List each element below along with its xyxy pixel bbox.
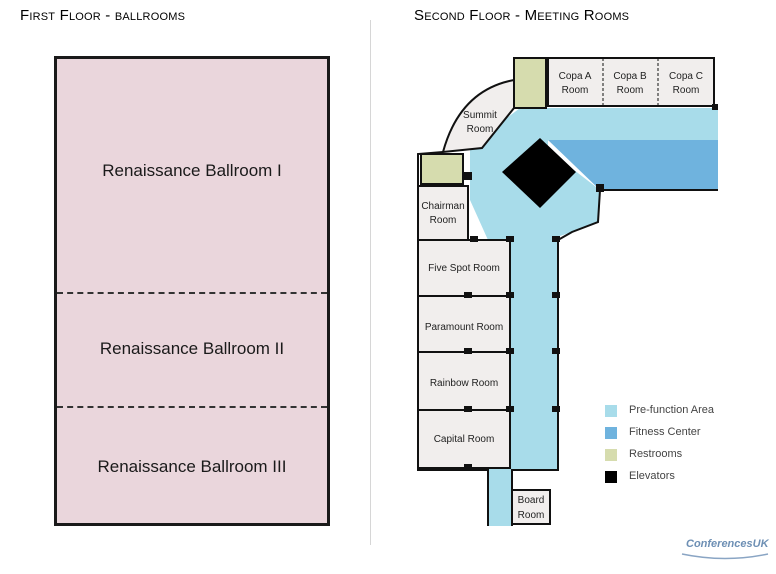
summit-label: Summit bbox=[463, 110, 497, 121]
copa-a-room-word: Room bbox=[562, 85, 589, 96]
ballroom-1-label: Renaissance Ballroom I bbox=[102, 161, 282, 180]
chairman-label: Chairman bbox=[421, 201, 464, 212]
board-label: Board bbox=[518, 495, 545, 506]
paramount-label: Paramount Room bbox=[425, 322, 503, 333]
ballroom-partition-1 bbox=[57, 292, 327, 294]
ballroom-partition-2 bbox=[57, 406, 327, 408]
floor-outline-east bbox=[511, 240, 559, 526]
ballroom-floorplan: Renaissance Ballroom I Renaissance Ballr… bbox=[54, 56, 330, 526]
floor-divider bbox=[370, 20, 371, 545]
copa-c-label: Copa C bbox=[669, 71, 703, 82]
chairman-room-word: Room bbox=[430, 215, 457, 226]
five-spot-label: Five Spot Room bbox=[428, 263, 500, 274]
legend-label: Fitness Center bbox=[629, 426, 701, 438]
capital-room bbox=[417, 409, 511, 469]
copa-c-room-word: Room bbox=[673, 85, 700, 96]
ballroom-2-label: Renaissance Ballroom II bbox=[99, 339, 285, 358]
conferences-uk-logo: ConferencesUK bbox=[686, 538, 769, 550]
restroom-left bbox=[420, 153, 464, 185]
second-floor-title: Second Floor - Meeting Rooms bbox=[414, 7, 630, 24]
legend-label: Elevators bbox=[629, 470, 675, 482]
summit-room bbox=[441, 78, 515, 154]
summit-room-word: Room bbox=[467, 124, 494, 135]
copa-b-room-word: Room bbox=[617, 85, 644, 96]
copa-rooms bbox=[547, 57, 715, 107]
ballroom-3-label: Renaissance Ballroom III bbox=[97, 457, 287, 476]
chairman-room bbox=[417, 185, 469, 241]
floor-outline-west bbox=[417, 151, 489, 526]
legend-label: Restrooms bbox=[629, 448, 683, 460]
prefunction-band bbox=[520, 108, 718, 140]
legend-label: Pre-function Area bbox=[629, 404, 714, 416]
floor-outline-south bbox=[557, 189, 718, 241]
board-room-word: Room bbox=[518, 510, 545, 521]
copa-a-label: Copa A bbox=[559, 71, 592, 82]
legend-swatch bbox=[605, 405, 617, 417]
first-floor-title: First Floor - ballrooms bbox=[20, 7, 186, 24]
rainbow-label: Rainbow Room bbox=[430, 378, 498, 389]
capital-label: Capital Room bbox=[434, 434, 495, 445]
elevator-bank bbox=[502, 138, 576, 208]
legend-swatch bbox=[605, 427, 617, 439]
copa-b-label: Copa B bbox=[613, 71, 647, 82]
fitness-center bbox=[548, 140, 718, 190]
legend-swatch bbox=[605, 471, 617, 483]
restroom-top bbox=[513, 57, 547, 109]
legend-swatch bbox=[605, 449, 617, 461]
logo-swoosh-icon bbox=[681, 553, 769, 560]
door-markers bbox=[464, 104, 718, 470]
